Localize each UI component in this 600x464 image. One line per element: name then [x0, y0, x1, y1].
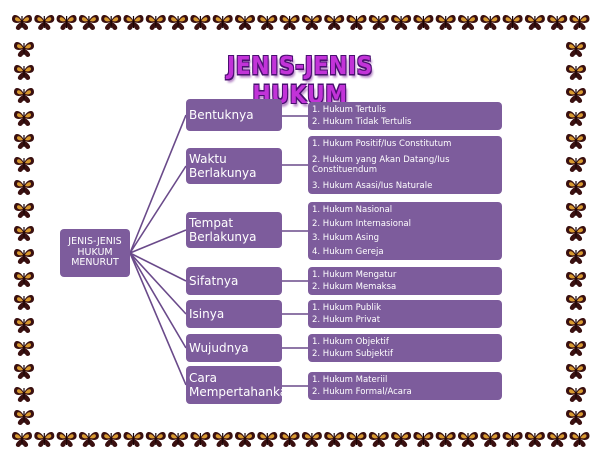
- detail-item: 1. Hukum Materiil: [312, 375, 388, 385]
- detail-item: 2. Hukum Subjektif: [312, 348, 393, 359]
- detail-item: 1. Hukum Mengatur: [312, 270, 397, 280]
- detail-item: 1. Hukum Publik: [312, 303, 382, 313]
- detail-item: 2. Hukum Internasional: [312, 218, 411, 229]
- detail-item: 3. Hukum Asing: [312, 232, 380, 243]
- detail-item: 4. Hukum Gereja: [312, 246, 384, 257]
- category-2-details: 1. Hukum Positif/Ius Constitutum 2. Hukum…: [308, 136, 502, 194]
- connector-root-3: [129, 229, 187, 254]
- page-title: JENIS-JENIS HUKUM: [227, 52, 373, 110]
- category-6: Wujudnya: [186, 334, 282, 362]
- connector-root-7: [129, 252, 187, 386]
- category-7: Cara Mempertahankan: [186, 366, 295, 404]
- detail-item: 2. Hukum Formal/Acara: [312, 386, 412, 397]
- detail-item: 1. Hukum Positif/Ius Constitutum: [312, 139, 452, 149]
- category-4: Sifatnya: [186, 267, 282, 295]
- category-1: Bentuknya: [186, 99, 282, 131]
- detail-item: 2. Hukum Memaksa: [312, 281, 397, 292]
- connector-root-5: [129, 252, 187, 315]
- detail-item: 2. Hukum yang Akan Datang/Ius Constituen…: [312, 154, 450, 175]
- category-5: Isinya: [186, 300, 282, 328]
- detail-item: 3. Hukum Asasi/Ius Naturale: [312, 180, 433, 191]
- detail-item: 2. Hukum Tidak Tertulis: [312, 116, 412, 127]
- connector-root-6: [129, 252, 187, 349]
- root-node: JENIS-JENIS HUKUM MENURUT: [60, 229, 130, 277]
- category-3-details: 1. Hukum Nasional 2. Hukum Internasional 3…: [308, 202, 502, 260]
- category-2: Waktu Berlakunya: [186, 148, 282, 184]
- detail-item: 1. Hukum Tertulis: [312, 105, 386, 115]
- connector-root-2: [129, 165, 187, 254]
- connector-root-4: [129, 252, 187, 282]
- category-3: Tempat Berlakunya: [186, 212, 282, 248]
- connector-root-1: [129, 114, 187, 254]
- detail-item: 1. Hukum Objektif: [312, 337, 389, 347]
- detail-item: 1. Hukum Nasional: [312, 205, 393, 215]
- detail-item: 2. Hukum Privat: [312, 314, 381, 325]
